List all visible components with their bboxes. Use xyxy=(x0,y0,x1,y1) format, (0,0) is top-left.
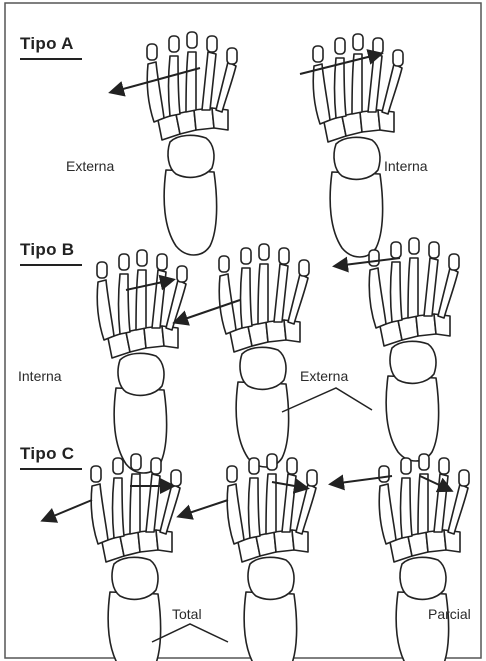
section-title-b: Tipo B xyxy=(20,240,74,260)
section-title-c: Tipo C xyxy=(20,444,74,464)
foot-diagram-a-externa xyxy=(147,32,237,255)
label-a-interna: Interna xyxy=(384,158,428,174)
section-title-underline xyxy=(20,468,82,470)
externa-bracket xyxy=(282,388,372,412)
displacement-arrow-left xyxy=(44,500,92,520)
label-a-externa: Externa xyxy=(66,158,114,174)
foot-diagram-c-total-2 xyxy=(227,454,317,661)
foot-diagram-b-externa-2 xyxy=(369,238,459,461)
section-title-underline xyxy=(20,264,82,266)
foot-diagram-b-externa-1 xyxy=(219,244,309,467)
label-b-interna: Interna xyxy=(18,368,62,384)
displacement-arrow-left xyxy=(180,500,228,516)
displacement-arrow-left xyxy=(336,258,400,266)
total-bracket xyxy=(152,624,228,642)
foot-diagram-b-interna xyxy=(97,250,187,473)
foot-diagram-c-parcial xyxy=(379,454,469,661)
label-c-parcial: Parcial xyxy=(428,606,471,622)
label-b-externa: Externa xyxy=(300,368,348,384)
section-title-a: Tipo A xyxy=(20,34,74,54)
section-title-underline xyxy=(20,58,82,60)
label-c-total: Total xyxy=(172,606,202,622)
